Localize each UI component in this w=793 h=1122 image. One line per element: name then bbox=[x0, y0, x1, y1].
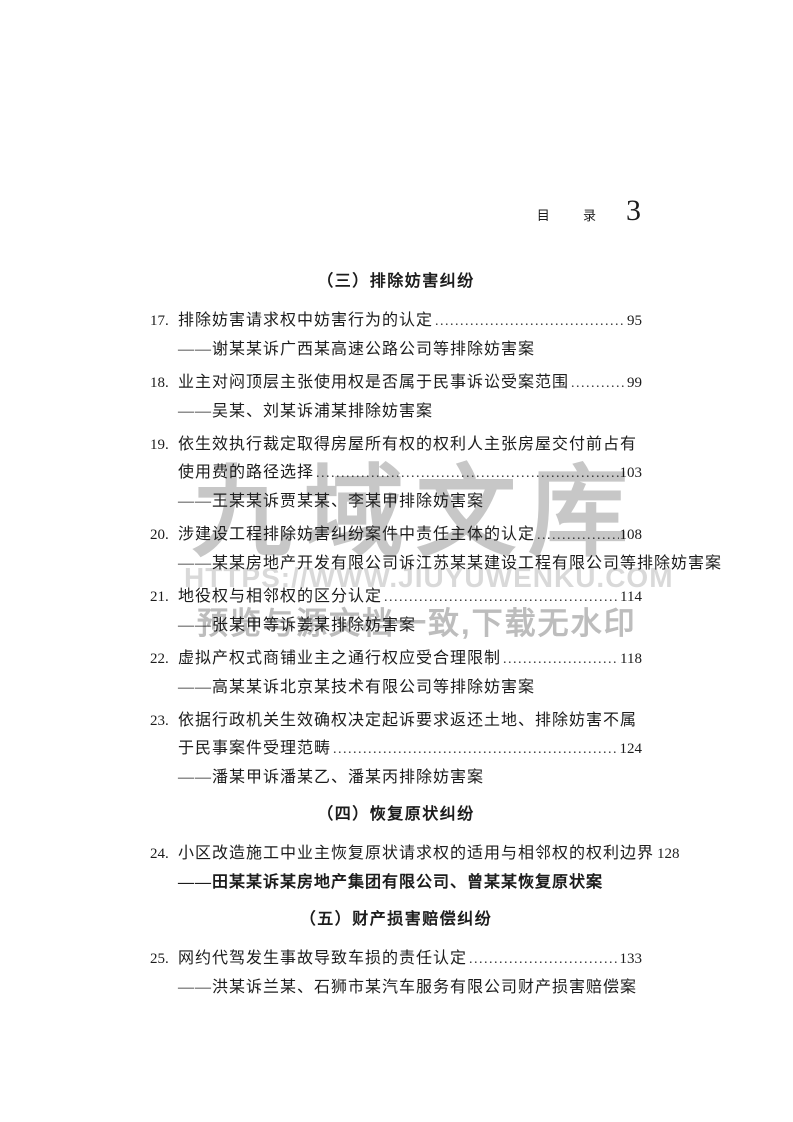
entry-title-line: 22. 虚拟产权式商铺业主之通行权应受合理限制..................… bbox=[150, 645, 642, 674]
dot-leader: ........................................… bbox=[571, 376, 626, 391]
toc-entry: 22. 虚拟产权式商铺业主之通行权应受合理限制..................… bbox=[150, 645, 642, 702]
entry-title-line: 23. 依据行政机关生效确权决定起诉要求返还土地、排除妨害不属 bbox=[150, 707, 642, 735]
toc-sections: （三）排除妨害纠纷 17. 排除妨害请求权中妨害行为的认定.............… bbox=[150, 270, 723, 1007]
header-page-number: 3 bbox=[626, 194, 641, 227]
entry-title-line: 使用费的路径选择................................… bbox=[150, 459, 642, 488]
dot-leader: ........................................… bbox=[503, 652, 619, 667]
entry-case-name: ——张某甲等诉姜某排除妨害案 bbox=[178, 617, 417, 634]
entry-page-number: 95 bbox=[627, 313, 642, 329]
toc-entry: 24.小区改造施工中业主恢复原状请求权的适用与相邻权的权利边界.........… bbox=[150, 840, 680, 897]
entry-title: 于民事案件受理范畴 bbox=[178, 740, 332, 757]
toc-section: （五）财产损害赔偿纠纷 25. 网约代驾发生事故导致车损的责任认定.........… bbox=[150, 908, 642, 1002]
entry-page-number: 118 bbox=[620, 651, 642, 667]
entry-title-line: 17. 排除妨害请求权中妨害行为的认定......................… bbox=[150, 307, 642, 336]
dot-leader: ........................................… bbox=[384, 590, 620, 605]
entry-title-line: 19. 依生效执行裁定取得房屋所有权的权利人主张房屋交付前占有 bbox=[150, 431, 642, 459]
dot-leader: ........................................… bbox=[435, 314, 626, 329]
entry-number: 21. bbox=[150, 589, 169, 605]
entry-case-name: ——某某房地产开发有限公司诉江苏某某建设工程有限公司等排除妨害案 bbox=[178, 555, 723, 572]
dot-leader: ........................................… bbox=[537, 528, 618, 543]
entry-case-name: ——吴某、刘某诉浦某排除妨害案 bbox=[178, 403, 434, 420]
entry-title: 地役权与相邻权的区分认定 bbox=[178, 588, 383, 605]
entry-number: 23. bbox=[150, 713, 169, 729]
toc-entry: 17. 排除妨害请求权中妨害行为的认定......................… bbox=[150, 307, 642, 364]
entry-title-line: 24.小区改造施工中业主恢复原状请求权的适用与相邻权的权利边界.........… bbox=[150, 840, 680, 869]
entry-number: 19. bbox=[150, 437, 169, 453]
toc-section: （三）排除妨害纠纷 17. 排除妨害请求权中妨害行为的认定.............… bbox=[150, 270, 723, 792]
section-title: （四）恢复原状纠纷 bbox=[317, 806, 475, 823]
entry-case-name: ——潘某甲诉潘某乙、潘某丙排除妨害案 bbox=[178, 769, 485, 786]
entry-number: 24. bbox=[150, 846, 169, 862]
entry-case-name: ——谢某某诉广西某高速公路公司等排除妨害案 bbox=[178, 341, 536, 358]
entry-title: 排除妨害请求权中妨害行为的认定 bbox=[178, 312, 434, 329]
entry-number: 25. bbox=[150, 951, 169, 967]
entry-case-name: ——田某某诉某房地产集团有限公司、曾某某恢复原状案 bbox=[178, 874, 604, 891]
entry-title: 依据行政机关生效确权决定起诉要求返还土地、排除妨害不属 bbox=[178, 712, 638, 729]
toc-section: （四）恢复原状纠纷 24. 小区改造施工中业主恢复原状请求权的适用与相邻权的权利边界… bbox=[150, 803, 680, 897]
dot-leader: ........................................… bbox=[333, 742, 619, 757]
toc-entry: 23.依据行政机关生效确权决定起诉要求返还土地、排除妨害不属于民事案件受理范畴.… bbox=[150, 707, 642, 792]
entry-number: 22. bbox=[150, 651, 169, 667]
entry-page-number: 99 bbox=[627, 375, 642, 391]
toc-entry: 18. 业主对闷顶层主张使用权是否属于民事诉讼受案范围..............… bbox=[150, 369, 642, 426]
entry-title-line: 于民事案件受理范畴...............................… bbox=[150, 735, 642, 764]
entry-title-line: 21. 地役权与相邻权的区分认定.........................… bbox=[150, 583, 642, 612]
entry-case-name: ——王某某诉贾某某、李某甲排除妨害案 bbox=[178, 493, 485, 510]
entry-page-number: 103 bbox=[619, 465, 643, 481]
entry-page-number: 124 bbox=[619, 741, 643, 757]
entry-title: 虚拟产权式商铺业主之通行权应受合理限制 bbox=[178, 650, 502, 667]
entry-title-line: 25. 网约代驾发生事故导致车损的责任认定....................… bbox=[150, 945, 642, 974]
entry-number: 18. bbox=[150, 375, 169, 391]
page-header: 目 录 3 bbox=[537, 194, 641, 228]
entry-title: 涉建设工程排除妨害纠纷案件中责任主体的认定 bbox=[178, 526, 536, 543]
entry-page-number: 108 bbox=[619, 527, 643, 543]
section-title: （五）财产损害赔偿纠纷 bbox=[299, 911, 493, 928]
toc-entry: 21. 地役权与相邻权的区分认定.........................… bbox=[150, 583, 642, 640]
section-title: （三）排除妨害纠纷 bbox=[317, 273, 475, 290]
entry-title: 网约代驾发生事故导致车损的责任认定 bbox=[178, 950, 468, 967]
dot-leader: ........................................… bbox=[316, 466, 619, 481]
header-label: 目 录 bbox=[536, 208, 611, 223]
dot-leader: ........................................… bbox=[469, 952, 619, 967]
entry-title-line: 20. 涉建设工程排除妨害纠纷案件中责任主体的认定................… bbox=[150, 521, 642, 550]
toc-entry: 25. 网约代驾发生事故导致车损的责任认定....................… bbox=[150, 945, 642, 1002]
entry-number: 17. bbox=[150, 313, 169, 329]
toc-entry: 20. 涉建设工程排除妨害纠纷案件中责任主体的认定................… bbox=[150, 521, 723, 578]
entry-page-number: 128 bbox=[657, 846, 680, 862]
entry-case-name: ——洪某诉兰某、石狮市某汽车服务有限公司财产损害赔偿案 bbox=[178, 979, 638, 996]
entry-page-number: 114 bbox=[620, 589, 642, 605]
entry-title: 依生效执行裁定取得房屋所有权的权利人主张房屋交付前占有 bbox=[178, 436, 638, 453]
entry-title: 使用费的路径选择 bbox=[178, 464, 315, 481]
toc-entry: 19.依生效执行裁定取得房屋所有权的权利人主张房屋交付前占有使用费的路径选择..… bbox=[150, 431, 642, 516]
entry-page-number: 133 bbox=[619, 951, 643, 967]
entry-title-line: 18. 业主对闷顶层主张使用权是否属于民事诉讼受案范围..............… bbox=[150, 369, 642, 398]
entry-title: 业主对闷顶层主张使用权是否属于民事诉讼受案范围 bbox=[178, 374, 570, 391]
entry-case-name: ——高某某诉北京某技术有限公司等排除妨害案 bbox=[178, 679, 536, 696]
entry-number: 20. bbox=[150, 527, 169, 543]
entry-title: 小区改造施工中业主恢复原状请求权的适用与相邻权的权利边界 bbox=[178, 845, 655, 862]
